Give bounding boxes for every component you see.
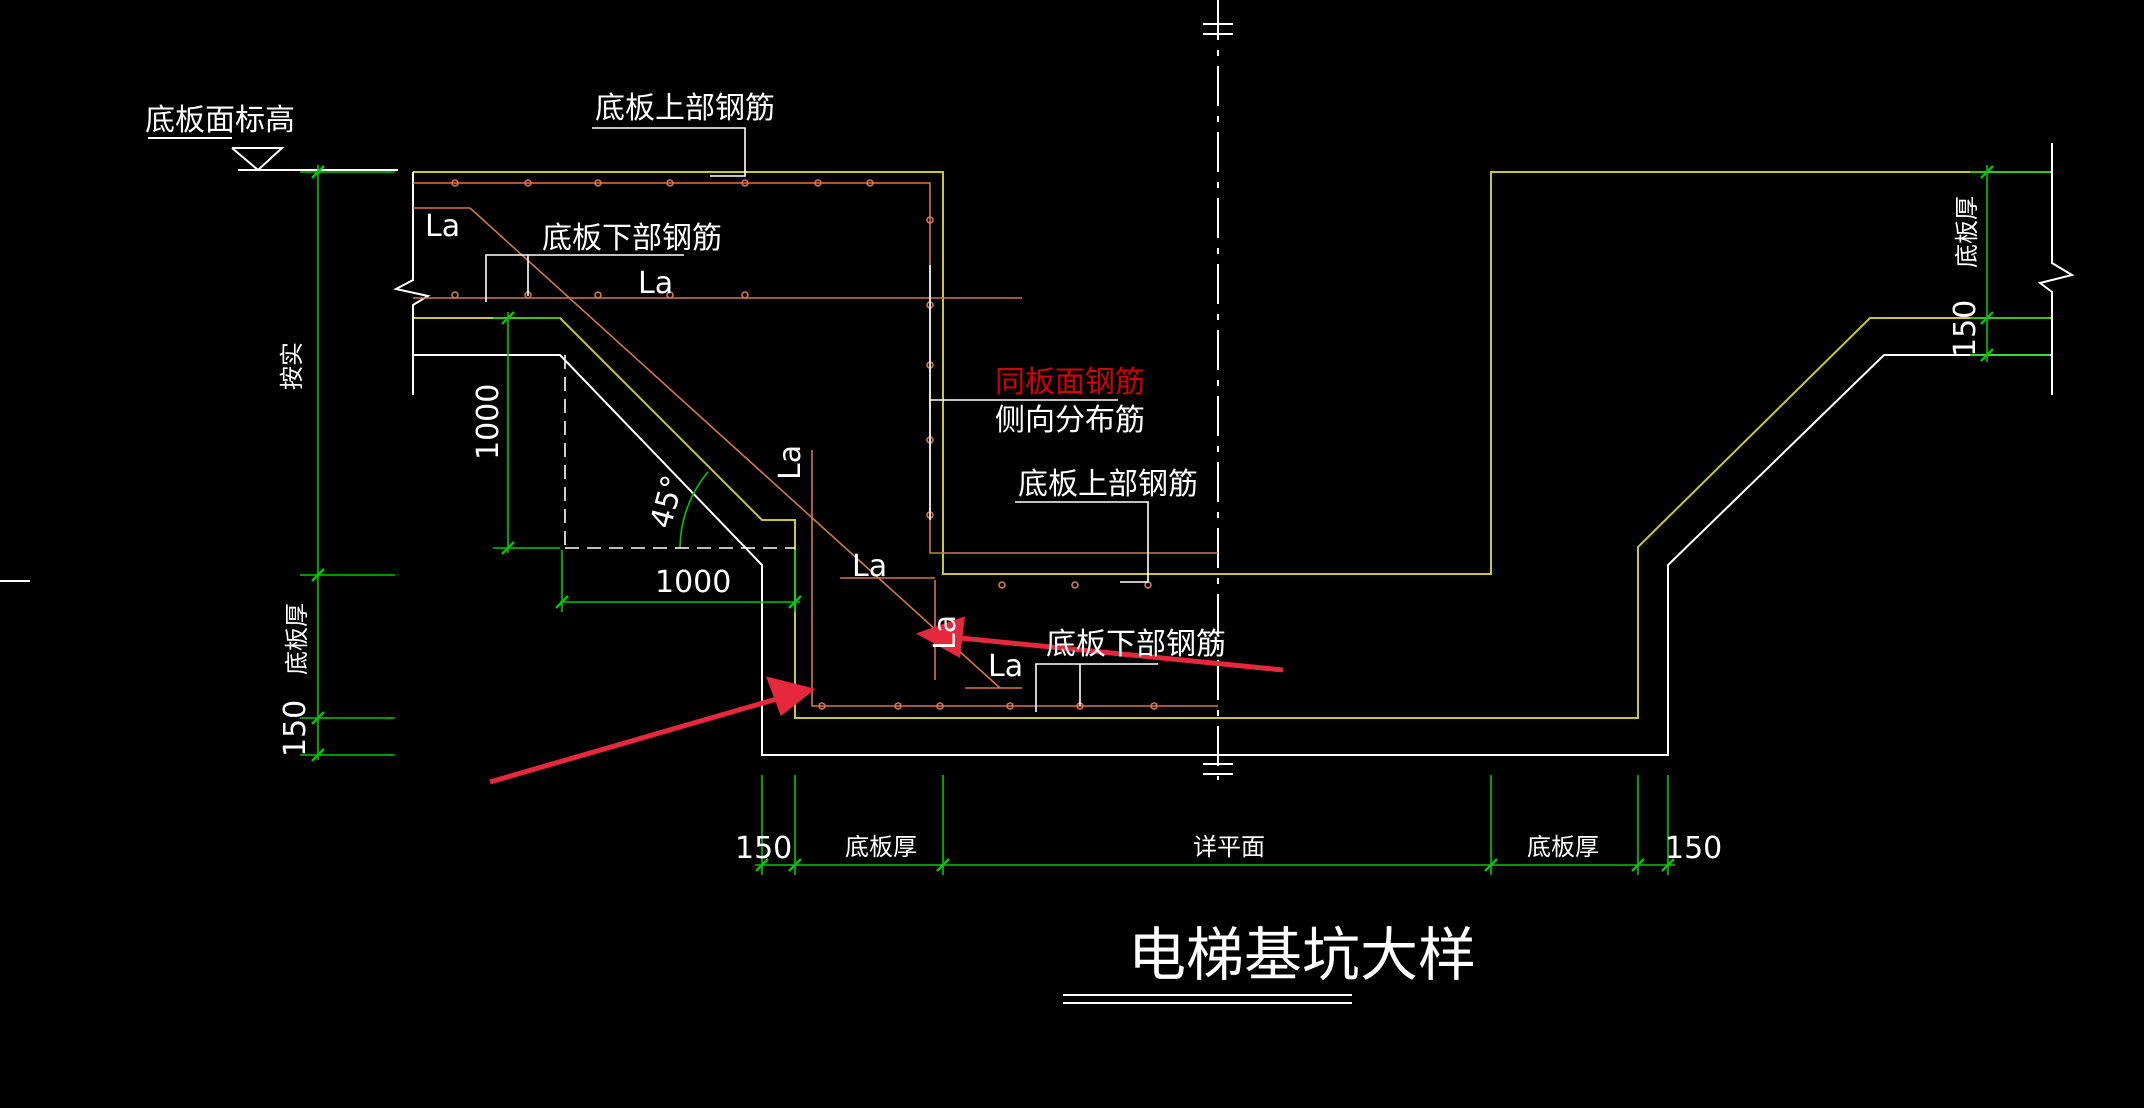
label-dim-see-plan: 详平面 <box>1193 833 1265 861</box>
rebar-dot <box>1144 581 1152 589</box>
label-la-4: La <box>773 445 808 480</box>
rebar-dot <box>1006 702 1014 710</box>
rebar-dot <box>814 179 822 187</box>
dimension-ticks <box>311 165 1994 872</box>
label-angle: 45° <box>644 472 692 532</box>
dimension-tick <box>311 748 325 762</box>
dimension-tick <box>755 858 769 872</box>
dimension-tick <box>1980 311 1994 325</box>
label-dim-150-bottom-left: 150 <box>735 831 792 866</box>
label-leaders <box>485 127 1158 712</box>
rebar-dot <box>866 179 874 187</box>
annotation-arrows <box>489 616 1284 785</box>
label-floor-top-elevation: 底板面标高 <box>145 103 295 138</box>
left-slab-top-outline <box>413 171 2052 575</box>
construction-lines <box>564 355 795 549</box>
rebar-dot <box>1071 581 1079 589</box>
label-la-6: La <box>928 615 963 650</box>
right-break-line <box>2037 143 2075 395</box>
rebar-dot <box>894 702 902 710</box>
label-bottom-rebar-2: 底板下部钢筋 <box>1046 627 1226 662</box>
concrete-outline <box>413 171 2052 719</box>
rebar-dot <box>818 702 826 710</box>
label-same-as-slab: 同板面钢筋 <box>995 365 1145 400</box>
dimension-tick <box>1661 858 1675 872</box>
rebar-dot <box>741 179 749 187</box>
rebar-dot <box>524 179 532 187</box>
dimension-tick <box>555 595 569 609</box>
dimension-tick <box>1484 858 1498 872</box>
centerline <box>1203 0 1233 780</box>
label-dim-slab-thick-bottom-right: 底板厚 <box>1527 833 1599 861</box>
dimension-tick <box>311 165 325 179</box>
drawing-title: 电梯基坑大样 <box>1128 921 1476 989</box>
dimension-tick <box>788 595 802 609</box>
rebar-dot <box>998 581 1006 589</box>
dimension-tick <box>936 858 950 872</box>
annotation-arrow-right-head <box>915 616 965 658</box>
dimension-tick <box>501 541 515 555</box>
dimension-lines <box>300 165 2050 875</box>
label-dim-slab-thick-bottom-left: 底板厚 <box>845 833 917 861</box>
rebar-dot <box>1150 702 1158 710</box>
annotation-arrow-left-shaft <box>489 695 781 785</box>
elevation-symbol <box>231 147 285 172</box>
label-dim-slab-thick-right-top: 底板厚 <box>1953 196 1981 268</box>
label-dim-1000-vertical: 1000 <box>471 384 506 460</box>
rebar-dot <box>594 179 602 187</box>
label-top-rebar-1: 底板上部钢筋 <box>595 91 775 126</box>
rebar-dot <box>451 179 459 187</box>
label-bottom-rebar-1: 底板下部钢筋 <box>542 221 722 256</box>
label-dim-150-right-top: 150 <box>1948 300 1983 357</box>
bottom-rebar-2-leader <box>1035 663 1158 712</box>
angle-arc <box>679 471 709 549</box>
annotation-arrow-left-head <box>765 676 816 717</box>
bottom-rebar-1-leader <box>485 254 684 302</box>
label-dim-150-bottom-right: 150 <box>1665 831 1722 866</box>
label-lateral-distribution: 侧向分布筋 <box>995 403 1145 438</box>
dimension-tick <box>501 311 515 325</box>
left-outer-outline <box>413 354 2052 756</box>
label-dim-1000-horizontal: 1000 <box>655 565 731 600</box>
rebar-dot <box>741 291 749 299</box>
dimension-tick <box>1631 858 1645 872</box>
slope-rebar-long <box>469 207 1001 689</box>
rebar-dot <box>594 291 602 299</box>
structure-outline <box>0 137 2075 1004</box>
rebar-dot <box>451 291 459 299</box>
rebar-dot <box>666 179 674 187</box>
top-rebar-2-leader <box>1015 501 1149 583</box>
label-la-5: La <box>988 649 1023 684</box>
dimension-tick <box>311 711 325 725</box>
left-slope-inner-line <box>413 317 2052 719</box>
left-break-line <box>393 172 431 395</box>
label-top-rebar-2: 底板上部钢筋 <box>1018 467 1198 502</box>
top-rebar-1-leader <box>592 127 746 177</box>
annotation-arrow-right-shaft <box>959 635 1284 673</box>
label-la-3: La <box>852 549 887 584</box>
dimension-tick <box>788 858 802 872</box>
rebar-dot <box>936 702 944 710</box>
dimension-tick <box>1980 165 1994 179</box>
label-la-2: La <box>638 266 673 301</box>
dimension-tick <box>1980 348 1994 362</box>
label-dim-slab-thick-left: 底板厚 <box>283 603 311 675</box>
label-dim-as-is: 按实 <box>278 342 306 390</box>
rebar-dot <box>926 216 934 224</box>
label-la-1: La <box>425 209 460 244</box>
dimension-tick <box>311 568 325 582</box>
rebar-dot <box>666 291 674 299</box>
label-dim-150-left: 150 <box>278 700 313 757</box>
